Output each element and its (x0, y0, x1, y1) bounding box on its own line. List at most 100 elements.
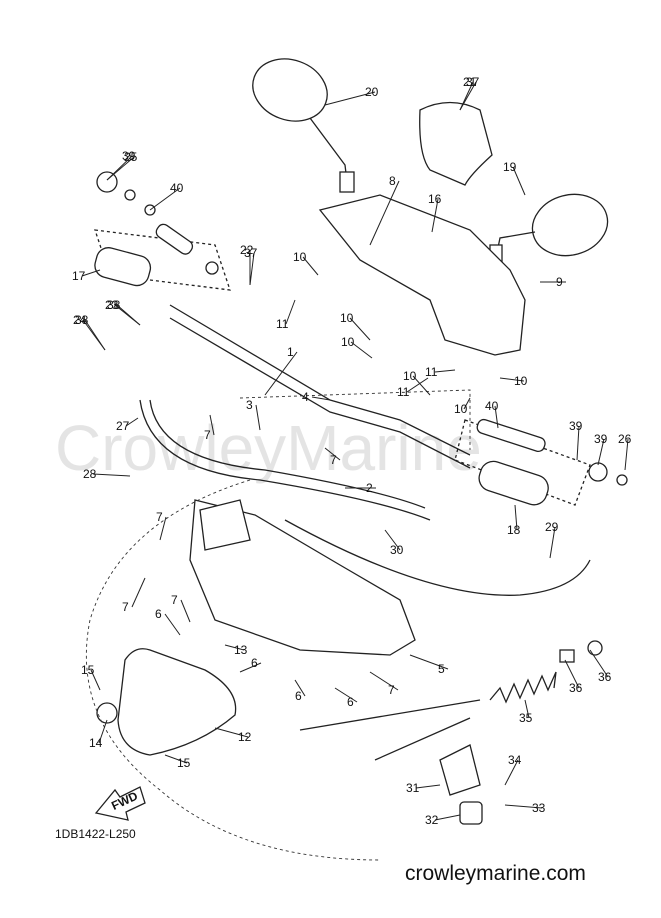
mirror-left (252, 58, 355, 193)
callout-label: 27 (116, 419, 130, 433)
callout-label: 8 (389, 174, 396, 188)
leader-line (311, 396, 331, 401)
callout-label: 32 (425, 813, 439, 827)
callout-label: 14 (89, 736, 103, 750)
callout-label: 6 (155, 607, 162, 621)
callout-label: 7 (171, 593, 178, 607)
callout-label: 39 (594, 432, 608, 446)
leader-line (434, 814, 461, 821)
windscreen-part (117, 648, 237, 756)
leader-line (324, 447, 341, 461)
leader-line (589, 649, 609, 678)
callout-label: 11 (397, 385, 410, 399)
leader-line (349, 317, 371, 341)
callout-label: 15 (177, 756, 191, 770)
leader-line (494, 405, 499, 429)
callout-label: 10 (403, 369, 417, 383)
callout-label: 7 (204, 428, 211, 442)
leader-line (302, 256, 319, 276)
callout-label: 38 (107, 298, 121, 312)
callout-label: 6 (251, 656, 258, 670)
bracket-part (439, 744, 481, 796)
leader-line (81, 269, 101, 277)
leader-line (369, 671, 399, 691)
leader-line (324, 91, 376, 106)
leader-line (164, 613, 181, 636)
drawing-code: 1DB1422-L250 (55, 827, 136, 841)
leader-line (549, 526, 556, 559)
leader-line (224, 644, 245, 651)
leader-line (412, 375, 431, 396)
callout-label: 26 (618, 432, 632, 446)
leader-line (512, 166, 526, 196)
leader-line (164, 754, 188, 764)
leader-line (209, 414, 215, 436)
callout-label: 18 (507, 523, 521, 537)
leader-line (159, 516, 167, 541)
leader-line (514, 504, 518, 531)
callout-label: 10 (293, 250, 307, 264)
leader-line (214, 727, 249, 738)
leader-line (576, 425, 580, 461)
leader-line (334, 687, 358, 703)
right-grip-assembly (454, 418, 628, 506)
leader-line (84, 319, 106, 351)
callout-label: 40 (170, 181, 184, 195)
callout-label: 13 (234, 643, 248, 657)
callout-label: 6 (347, 695, 354, 709)
callout-label: 12 (238, 730, 252, 744)
callout-label: 36 (598, 670, 612, 684)
callout-label: 1 (287, 345, 294, 359)
leader-line (294, 679, 306, 697)
callout-label: 37 (244, 246, 258, 260)
mirror-right (489, 193, 609, 266)
callout-label: 10 (341, 335, 355, 349)
callout-label: 7 (388, 683, 395, 697)
leader-line (504, 759, 519, 786)
callout-label: 30 (390, 543, 404, 557)
callout-label: 31 (406, 781, 420, 795)
dashed-outline (85, 479, 381, 861)
leader-line (350, 341, 373, 359)
leader-line (369, 180, 400, 246)
callout-label: 40 (485, 399, 499, 413)
callout-label: 38 (75, 313, 89, 327)
leader-line (624, 438, 629, 471)
leader-line (285, 299, 296, 325)
callout-label: 39 (569, 419, 583, 433)
callout-label: 10 (514, 374, 528, 388)
leader-line (463, 397, 471, 410)
leader-line (239, 662, 262, 673)
callout-label: 23 (105, 298, 119, 312)
callout-label: 21 (463, 75, 477, 89)
callout-label: 22 (240, 243, 254, 257)
fwd-arrow: FWD (94, 786, 146, 821)
cover-part (419, 101, 493, 186)
leader-line (434, 369, 456, 373)
leader-line (249, 252, 255, 286)
callout-label: 17 (72, 269, 86, 283)
leader-line (92, 473, 131, 477)
leader-line (415, 784, 441, 789)
callout-label: 4 (302, 390, 309, 404)
callout-label: 36 (569, 681, 583, 695)
leader-line (406, 377, 429, 393)
leader-line (597, 438, 605, 466)
leader-line (131, 577, 146, 608)
leader-line (499, 377, 525, 382)
callout-label: 19 (503, 160, 517, 174)
leader-line (98, 719, 108, 744)
site-watermark: crowleymarine.com (405, 862, 586, 885)
leader-line (90, 669, 101, 691)
leader-line (255, 404, 261, 431)
leader-line (264, 351, 298, 396)
leader-line (409, 654, 449, 670)
callout-label: 10 (454, 402, 468, 416)
leader-line (149, 187, 181, 211)
callout-label: 10 (340, 311, 354, 325)
cable-bundle (139, 399, 431, 521)
leader-line (504, 804, 543, 809)
callout-label: 2 (366, 481, 373, 495)
